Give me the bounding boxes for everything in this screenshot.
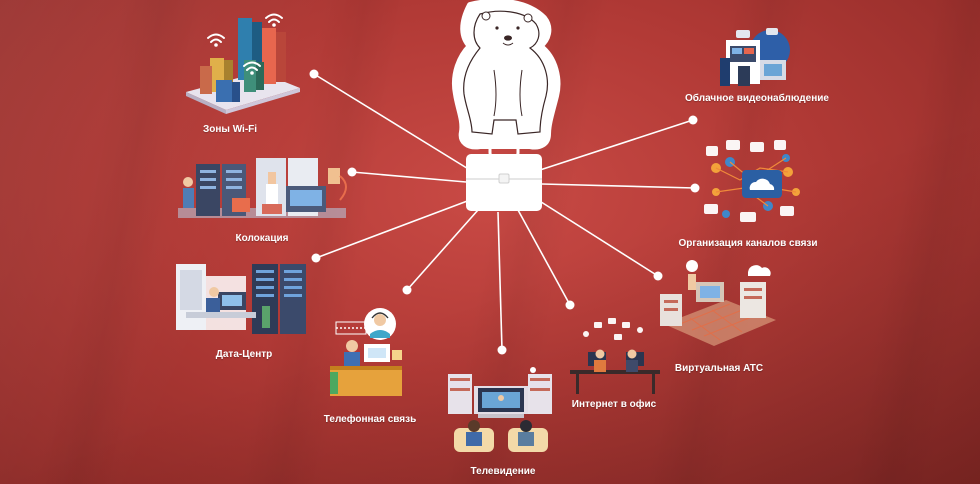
polar-bear-icon (452, 0, 561, 150)
dot-channels (690, 183, 700, 193)
label-colocation: Колокация (235, 233, 289, 244)
label-datacenter: Дата-Центр (215, 349, 273, 360)
connectors (313, 73, 696, 351)
dot-tv (497, 345, 507, 355)
connector-dots (309, 69, 700, 355)
label-office-internet: Интернет в офис (571, 399, 657, 410)
network-channels-icon (704, 140, 800, 222)
connector-datacenter (315, 199, 471, 259)
label-virtual-pbx: Виртуальная АТС (674, 363, 764, 374)
dot-virtual-pbx (653, 271, 663, 281)
connector-office-internet (517, 209, 571, 306)
dot-office-internet (565, 300, 575, 310)
label-wifi: Зоны Wi-Fi (202, 124, 258, 135)
television-icon (448, 367, 552, 452)
dot-cctv (688, 115, 698, 125)
connector-channels (541, 183, 696, 189)
call-center-icon (330, 308, 402, 396)
office-internet-icon (570, 318, 660, 394)
connector-telephony (406, 209, 479, 291)
dot-telephony (402, 285, 412, 295)
connector-wifi (313, 73, 471, 171)
label-channels: Организация каналов связи (678, 238, 818, 249)
briefcase-icon[interactable] (466, 142, 542, 211)
cloud-cctv-icon (720, 28, 790, 86)
connector-virtual-pbx (537, 199, 659, 277)
connector-cctv (539, 119, 694, 171)
connector-colocation (351, 171, 467, 183)
city-wifi-icon (186, 13, 300, 114)
label-tv: Телевидение (470, 466, 536, 477)
label-telephony: Телефонная связь (323, 414, 417, 425)
virtual-pbx-icon (660, 260, 776, 346)
connector-tv (497, 211, 503, 351)
dot-datacenter (311, 253, 321, 263)
server-room-icon (178, 158, 347, 218)
data-center-icon (176, 264, 306, 334)
dot-colocation (347, 167, 357, 177)
dot-wifi (309, 69, 319, 79)
label-cctv: Облачное видеонаблюдение (685, 93, 829, 104)
